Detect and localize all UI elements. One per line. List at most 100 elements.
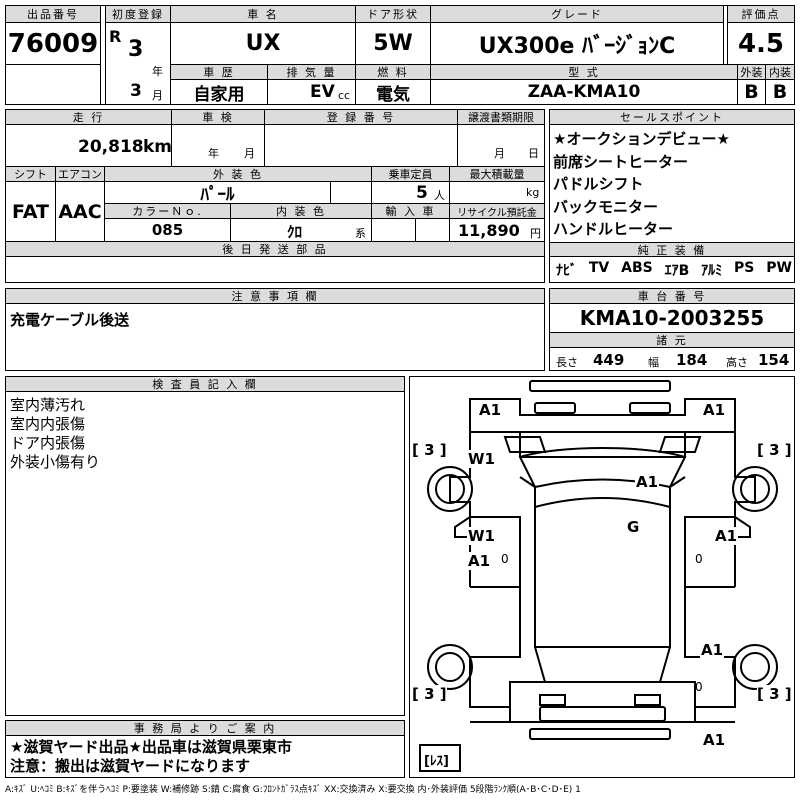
- recycle-unit: 円: [530, 227, 541, 240]
- recycle-label: リサイクル預託金: [450, 204, 544, 219]
- recycle-amount: 11,890: [458, 221, 520, 240]
- top-info-box: 出品番号 76009 初度登録 R 3 年 3 月 車 名 UX ドア形状 5W…: [5, 5, 795, 105]
- colorno-label: カラーＮｏ.: [105, 204, 231, 219]
- damage-code: A1: [478, 401, 503, 419]
- deadline-label: 譲渡書類期限: [458, 110, 544, 125]
- sales-point: 前席シートヒーター: [553, 152, 689, 171]
- ac: AAC: [56, 182, 105, 242]
- damage-code: A1: [702, 401, 727, 419]
- equip-list: ﾅﾋﾞ TV ABS ｴｱB ｱﾙﾐ PS PW: [556, 260, 792, 280]
- shift: FAT: [6, 182, 56, 242]
- tire-depth: [ 3 ]: [412, 685, 447, 703]
- grade-label: グレード: [431, 6, 724, 23]
- equip-item: PW: [766, 260, 792, 276]
- equip-item: ｱﾙﾐ: [701, 263, 723, 279]
- zero-mark: 0: [695, 680, 703, 694]
- car-name: UX: [171, 23, 356, 65]
- recycle-cell: 11,890 円: [450, 219, 544, 242]
- interior-color: ｸﾛ: [287, 223, 303, 241]
- reg-year-unit: 年: [152, 65, 163, 78]
- legend: A:ｷｽﾞ U:ﾍｺﾐ B:ｷｽﾞを伴うﾍｺﾐ P:要塗装 W:補修跡 S:錆 …: [5, 785, 581, 795]
- interior-label: 内 装 色: [231, 204, 372, 219]
- later-cell: [6, 257, 544, 282]
- height: 154: [758, 351, 790, 369]
- disp-cell: EV cc: [268, 80, 356, 105]
- mileage-label: 走 行: [6, 110, 172, 125]
- inspector-line: ドア内張傷: [10, 434, 86, 452]
- detail-box: 走 行 20,818 km 車 検 年 月 登 録 番 号 譲渡書類期限 月 日…: [5, 109, 545, 283]
- sales-point: ★オークションデビュー★: [553, 130, 730, 148]
- damage-code: A1: [467, 552, 492, 570]
- door-label: ドア形状: [356, 6, 431, 23]
- model-label: 型 式: [431, 65, 738, 80]
- deadline-month-unit: 月: [494, 147, 505, 160]
- grade: UX300e ﾊﾞｰｼﾞｮﾝC: [431, 23, 724, 65]
- capacity-cell: 5 人: [372, 182, 450, 204]
- disp-unit: cc: [338, 89, 351, 102]
- fuel: 電気: [356, 80, 431, 105]
- reg-year: 3: [128, 37, 144, 62]
- spec-label: 諸 元: [550, 333, 794, 348]
- notes-box: 注 意 事 項 欄 充電ケーブル後送: [5, 288, 545, 371]
- office-line: ★滋賀ヤード出品★出品車は滋賀県栗東市: [10, 738, 292, 756]
- notes-label: 注 意 事 項 欄: [6, 289, 544, 304]
- import-label: 輸 入 車: [372, 204, 450, 219]
- load-unit: kg: [526, 186, 540, 199]
- zero-mark: 0: [501, 552, 509, 566]
- capacity-label: 乗車定員: [372, 167, 450, 182]
- ac-label: エアコン: [56, 167, 105, 182]
- mileage: 20,818: [78, 137, 144, 157]
- damage-code: A1: [635, 473, 660, 491]
- lot-blank: [6, 65, 101, 105]
- length: 449: [593, 351, 625, 369]
- score: 4.5: [728, 23, 794, 65]
- inspector-line: 室内内張傷: [10, 415, 86, 433]
- color-label: 外 装 色: [105, 167, 372, 182]
- shift-label: シフト: [6, 167, 56, 182]
- color: ﾊﾟｰﾙ: [105, 182, 331, 204]
- chassis-label: 車 台 番 号: [550, 289, 794, 304]
- history: 自家用: [171, 80, 268, 105]
- car-diagram: A1 A1 W1 A1 G W1 A1 A1 A1 A1 0 0 0 [ 3 ]…: [409, 376, 795, 778]
- name-label: 車 名: [171, 6, 356, 23]
- equip-label: 純 正 装 備: [550, 242, 794, 257]
- inspector-notes: 室内薄汚れ 室内内張傷 ドア内張傷 外装小傷有り: [10, 396, 100, 472]
- equip-item: ABS: [621, 260, 653, 276]
- inspector-label: 検 査 員 記 入 欄: [6, 377, 404, 392]
- office-label: 事 務 局 よ り ご 案 内: [6, 721, 404, 736]
- damage-code: W1: [467, 527, 496, 545]
- width-label: 幅: [648, 356, 659, 369]
- ext-label: 外装: [738, 65, 766, 80]
- history-label: 車 歴: [171, 65, 268, 80]
- sales-point: パドルシフト: [553, 175, 644, 193]
- damage-code: G: [626, 518, 641, 536]
- door-type: 5W: [356, 23, 431, 65]
- int-grade: B: [766, 80, 794, 105]
- notes-text: 充電ケーブル後送: [10, 311, 130, 329]
- chassis-box: 車 台 番 号 KMA10-2003255 諸 元 長さ 449 幅 184 高…: [549, 288, 795, 371]
- model: ZAA-KMA10: [431, 80, 738, 105]
- spare-tire: [ﾚｽ]: [424, 754, 449, 769]
- capacity: 5: [416, 183, 428, 203]
- tire-depth: [ 3 ]: [757, 685, 792, 703]
- score-divider: [724, 6, 728, 65]
- reg-cell: R 3 年 3 月: [106, 23, 171, 105]
- reg-month-unit: 月: [152, 89, 163, 102]
- interior-unit: 系: [355, 227, 366, 240]
- inspect-year-unit: 年: [208, 147, 219, 160]
- sales-label: セールスポイント: [550, 110, 794, 125]
- equip-item: TV: [588, 260, 610, 276]
- damage-code: A1: [714, 527, 739, 545]
- disp-label: 排 気 量: [268, 65, 356, 80]
- later-label: 後 日 発 送 部 品: [6, 242, 544, 257]
- reg-era: R: [109, 27, 122, 46]
- mileage-unit: km: [143, 137, 172, 157]
- chassis-number: KMA10-2003255: [550, 304, 794, 333]
- import-cell-2: [416, 219, 450, 242]
- color-extra: [331, 182, 372, 204]
- score-label: 評価点: [728, 6, 794, 23]
- sales-box: セールスポイント ★オークションデビュー★ 前席シートヒーター パドルシフト バ…: [549, 109, 795, 283]
- length-label: 長さ: [556, 356, 578, 369]
- inspect-cell: 年 月: [172, 125, 265, 167]
- fuel-label: 燃 料: [356, 65, 431, 80]
